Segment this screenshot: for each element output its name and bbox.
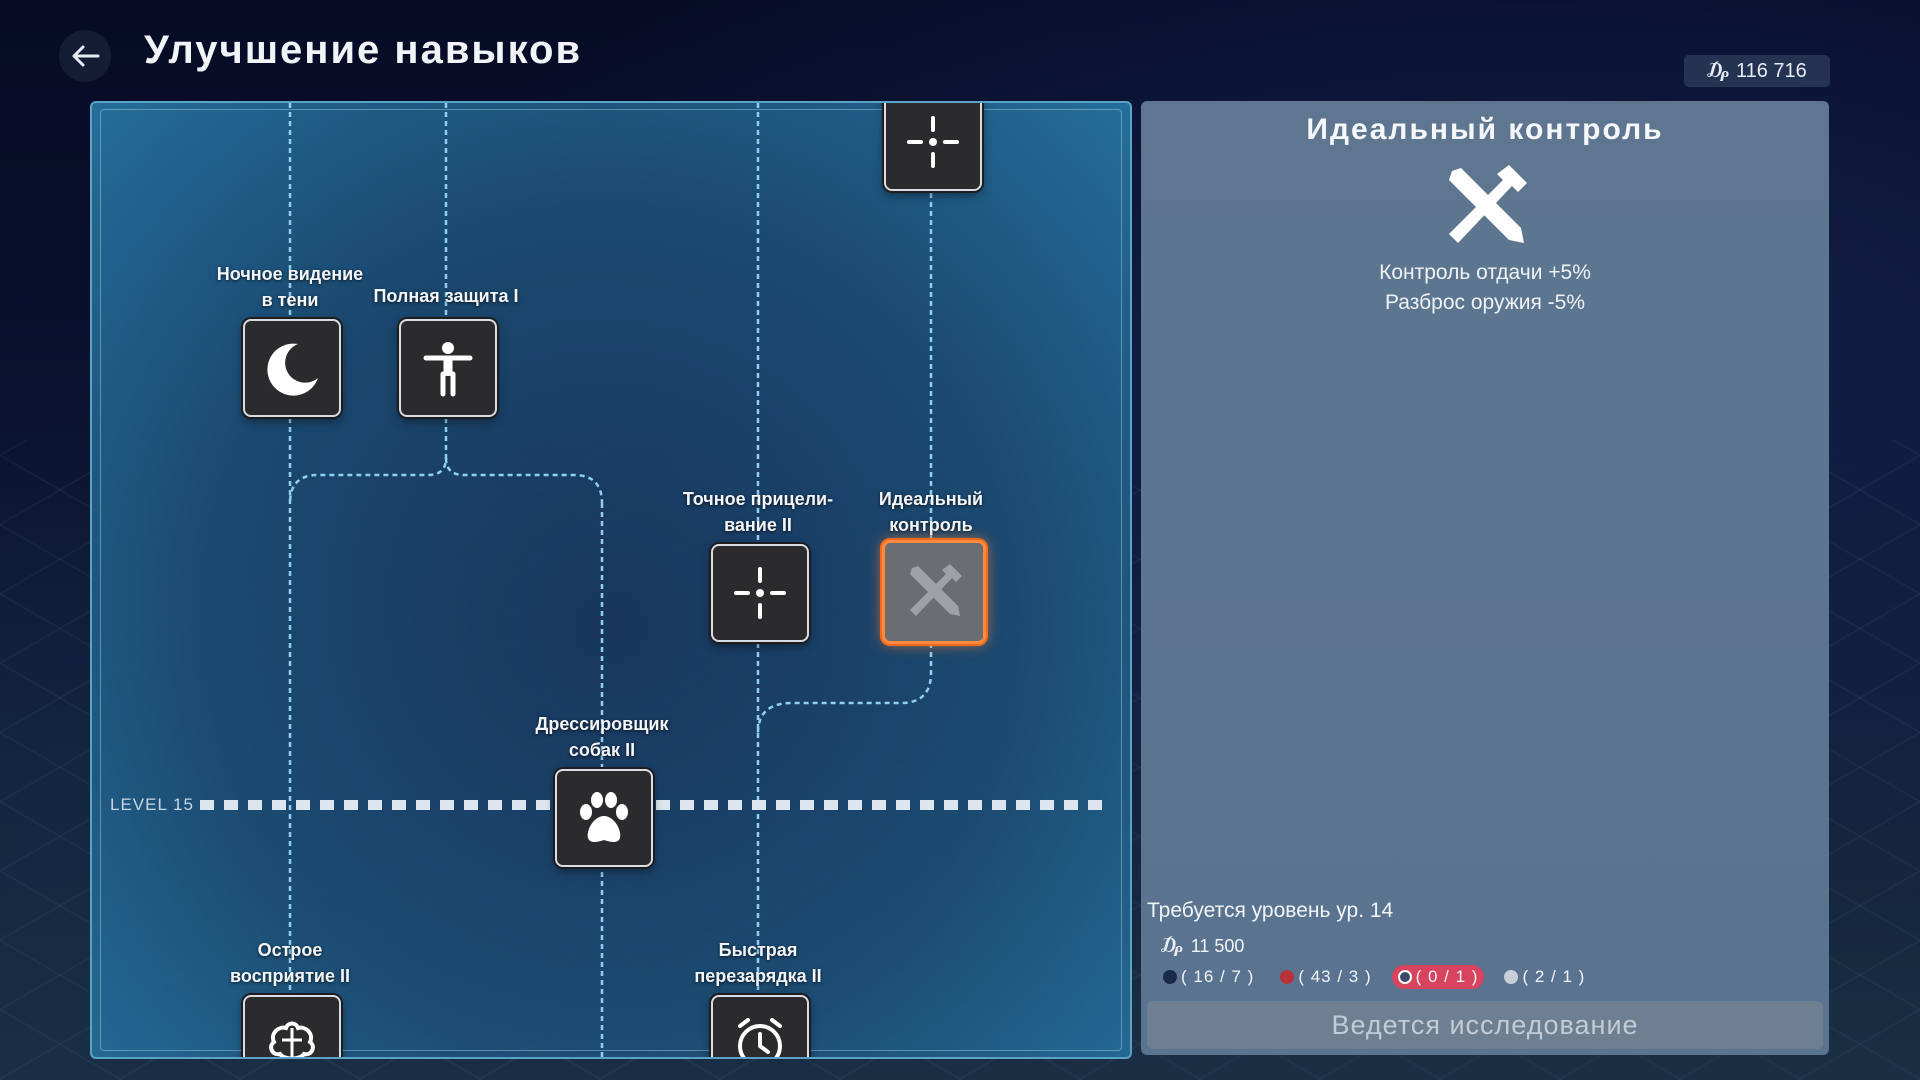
level-requirement: Требуется уровень ур. 14 xyxy=(1147,899,1394,922)
skill-node-top-crosshair[interactable] xyxy=(884,103,982,191)
person-icon xyxy=(423,342,473,397)
connector-line xyxy=(288,409,448,504)
cost-amount: 11 500 xyxy=(1190,936,1245,956)
skill-node-sharp-perception[interactable] xyxy=(243,995,341,1057)
skill-node-precise-aim[interactable] xyxy=(711,544,809,642)
skill-node-fast-reload[interactable] xyxy=(711,995,809,1057)
crosshair-icon xyxy=(907,116,959,168)
coin-icon: ₯ xyxy=(1707,59,1729,82)
resource-icon xyxy=(1280,970,1295,984)
tools-icon xyxy=(1449,165,1527,243)
resource-item-missing: ( 0 / 1 ) xyxy=(1391,965,1485,989)
research-button[interactable]: Ведется исследование xyxy=(1147,1001,1823,1049)
moon-icon xyxy=(267,343,318,396)
research-cost: ₯ 11 500 xyxy=(1161,935,1244,958)
coin-icon: ₯ xyxy=(1161,935,1183,957)
skill-detail-panel: Идеальный контроль Контроль отдачи +5% Р… xyxy=(1141,101,1829,1055)
paw-icon xyxy=(580,792,628,842)
back-button[interactable] xyxy=(59,30,111,82)
tools-icon xyxy=(910,564,962,616)
crosshair-icon xyxy=(734,567,786,619)
resource-requirements: ( 16 / 7 ) ( 43 / 3 ) ( 0 / 1 ) ( 2 / 1 … xyxy=(1157,965,1591,989)
skill-node-ideal-control[interactable] xyxy=(882,540,986,644)
skill-node-night-vision[interactable] xyxy=(243,319,341,417)
resource-icon xyxy=(1504,970,1519,984)
skill-node-full-protection[interactable] xyxy=(399,319,497,417)
page-title: Улучшение навыков xyxy=(144,28,583,72)
skill-label-full-protection: Полная защита I xyxy=(373,286,519,306)
arrow-left-icon xyxy=(72,45,100,67)
connector-line xyxy=(756,643,933,734)
skill-label-precise-aim: Точное прицели-вание II xyxy=(682,489,834,535)
level-marker: LEVEL 15 xyxy=(110,795,194,814)
brain-icon xyxy=(269,1021,315,1057)
resource-item: ( 2 / 1 ) xyxy=(1498,965,1591,989)
currency-balance: ₯ 116 716 xyxy=(1684,55,1830,87)
skill-effect: Разброс оружия -5% xyxy=(1384,291,1586,314)
resource-icon xyxy=(1163,970,1177,984)
connector-line xyxy=(444,457,604,504)
currency-amount: 116 716 xyxy=(1735,59,1807,82)
clock-icon xyxy=(738,1018,782,1057)
skill-node-dog-trainer[interactable] xyxy=(555,769,653,867)
resource-item: ( 43 / 3 ) xyxy=(1274,965,1377,989)
skill-effect: Контроль отдачи +5% xyxy=(1379,261,1591,284)
resource-item: ( 16 / 7 ) xyxy=(1157,965,1260,989)
resource-icon xyxy=(1397,970,1412,984)
skill-detail-title: Идеальный контроль xyxy=(1306,113,1664,146)
